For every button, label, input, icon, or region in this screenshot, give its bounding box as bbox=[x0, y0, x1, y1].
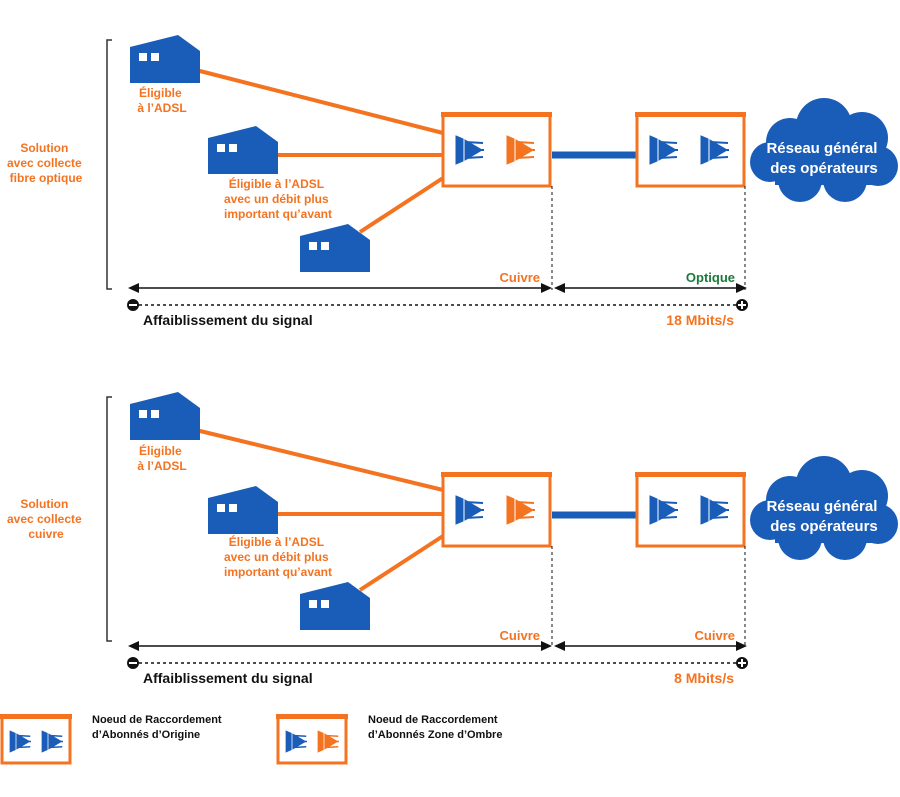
copper-line-3 bbox=[358, 176, 445, 234]
house-label-improved: Éligible à l’ADSL avec un débit plus imp… bbox=[224, 534, 332, 579]
plus-icon bbox=[736, 657, 748, 669]
signal-label: Affaiblissement du signal bbox=[143, 312, 313, 328]
copper-line-3 bbox=[358, 534, 445, 592]
signal-label: Affaiblissement du signal bbox=[143, 670, 313, 686]
segment-left-label: Cuivre bbox=[500, 628, 540, 643]
cloud-icon bbox=[750, 456, 898, 560]
legend-label: Noeud de Raccordement d’Abonnés Zone d’O… bbox=[368, 714, 502, 741]
solution-label: Solution avec collecte cuivre bbox=[7, 497, 85, 541]
segment-right-label: Cuivre bbox=[695, 628, 735, 643]
panel-cuivre: Solution avec collecte cuivre Éligible à… bbox=[7, 392, 898, 686]
minus-icon bbox=[127, 657, 139, 669]
legend-item-nra-origine: Noeud de Raccordement d’Abonnés d’Origin… bbox=[0, 714, 225, 765]
legend-item-nra-zone-ombre: Noeud de Raccordement d’Abonnés Zone d’O… bbox=[276, 714, 502, 765]
plus-icon bbox=[736, 299, 748, 311]
segment-right-label: Optique bbox=[686, 270, 735, 285]
nra-zone-ombre-node bbox=[441, 472, 552, 548]
house-icon bbox=[208, 486, 278, 534]
copper-line-1 bbox=[195, 68, 444, 135]
house-icon bbox=[130, 35, 200, 83]
speed-label: 18 Mbits/s bbox=[666, 312, 734, 328]
house-icon bbox=[130, 392, 200, 440]
house-label-eligible: Éligible à l’ADSL bbox=[137, 443, 186, 473]
copper-line-1 bbox=[195, 428, 444, 492]
nra-zone-ombre-node bbox=[441, 112, 552, 188]
nra-origine-node bbox=[635, 112, 746, 188]
panel-fibre: Solution avec collecte fibre optique Éli… bbox=[7, 35, 898, 328]
house-label-improved: Éligible à l’ADSL avec un débit plus imp… bbox=[224, 176, 332, 221]
legend: Noeud de Raccordement d’Abonnés d’Origin… bbox=[0, 714, 502, 765]
segment-left-label: Cuivre bbox=[500, 270, 540, 285]
minus-icon bbox=[127, 299, 139, 311]
cloud-label: Réseau général des opérateurs bbox=[766, 140, 881, 177]
house-label-eligible: Éligible à l’ADSL bbox=[137, 85, 186, 115]
legend-label: Noeud de Raccordement d’Abonnés d’Origin… bbox=[92, 714, 225, 741]
solution-bracket bbox=[106, 39, 112, 290]
solution-bracket bbox=[106, 396, 112, 642]
cloud-icon bbox=[750, 98, 898, 202]
house-icon bbox=[208, 126, 278, 174]
nra-origine-node bbox=[635, 472, 746, 548]
cloud-label: Réseau général des opérateurs bbox=[766, 498, 881, 535]
speed-label: 8 Mbits/s bbox=[674, 670, 734, 686]
solution-label: Solution avec collecte fibre optique bbox=[7, 141, 85, 185]
